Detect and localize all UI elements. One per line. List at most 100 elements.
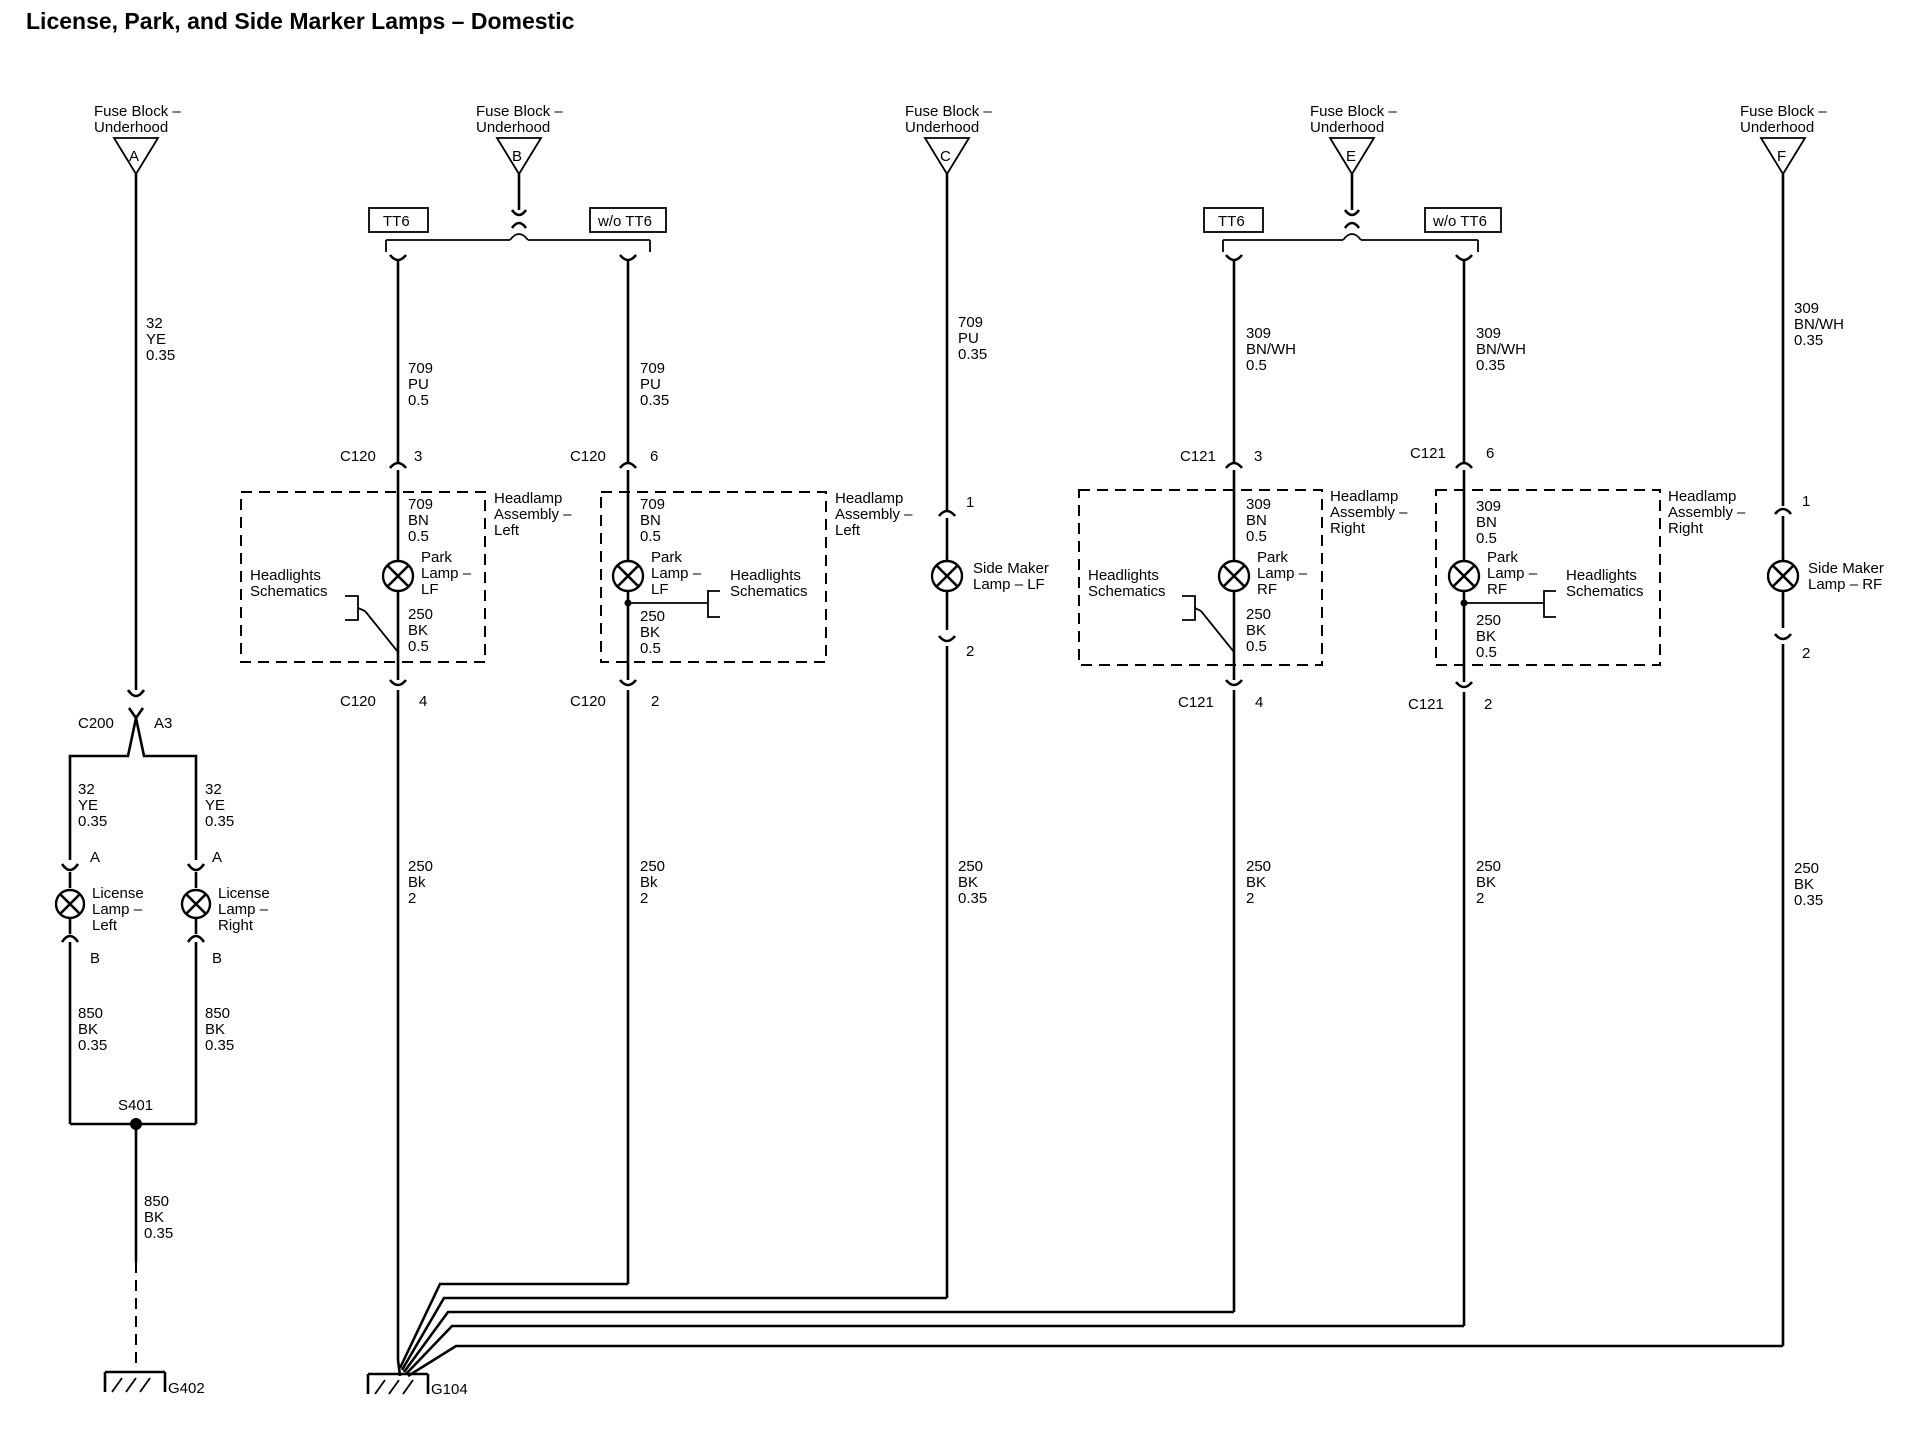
wire-309bn-a-label-2: BN: [1246, 512, 1267, 529]
side-rf-label-2: Lamp – RF: [1808, 576, 1882, 593]
c121-label-b: C121: [1178, 694, 1214, 711]
wire-250-c-label-3: 0.35: [958, 890, 987, 907]
wire-309-b-label-2: BN/WH: [1476, 341, 1526, 358]
fuse-block-e-label-2: Underhood: [1310, 119, 1384, 136]
wire-250-Bk2b-label-1: 250: [640, 858, 665, 875]
park-lamp-lf-left: Park Lamp – LF: [421, 549, 472, 598]
c120-pin-4: 4: [419, 693, 427, 710]
park-lamp-rf-right: Park Lamp – RF: [1487, 549, 1538, 598]
wire-250-a-label-2: BK: [408, 622, 428, 639]
wire-250-e-label-2: BK: [1476, 628, 1496, 645]
ha-left-b-label-2: Assembly –: [835, 506, 913, 523]
wire-250-d-label-2: BK: [1246, 622, 1266, 639]
headlights-schem-a-label-1: Headlights: [250, 567, 321, 584]
wire-850r-label-2: BK: [205, 1021, 225, 1038]
park-rf-a-label-2: Lamp –: [1257, 565, 1308, 582]
ha-right-a-label-1: Headlamp: [1330, 488, 1398, 505]
license-left-pin-b: B: [90, 950, 100, 967]
headlights-schem-b-label-1: Headlights: [730, 567, 801, 584]
fuse-block-a-label-2: Underhood: [94, 119, 168, 136]
ground-bus: [396, 1282, 1783, 1378]
c120-label-b: C120: [340, 693, 376, 710]
park-lf-a-label-2: Lamp –: [421, 565, 472, 582]
park-lamp-lf-tt6-circuit: 709 PU 0.5 C120 3 709 BN 0.5 Park Lamp –…: [340, 260, 472, 1360]
ground-g104-icon: [366, 1372, 430, 1395]
tt6-option-label-right: TT6: [1218, 213, 1245, 230]
headlights-schem-b-label-2: Schematics: [730, 583, 808, 600]
c200-label: C200: [78, 715, 114, 732]
wire-250-Bk2-label-3: 2: [408, 890, 416, 907]
wire-709-b-label-2: PU: [640, 376, 661, 393]
wire-309bn-a-label-3: 0.5: [1246, 528, 1267, 545]
fuse-b-circuit: TT6 w/o TT6: [368, 174, 667, 262]
fuse-block-c-label-1: Fuse Block –: [905, 103, 992, 120]
wire-850l-label-1: 850: [78, 1005, 103, 1022]
wire-250-BK2b-label-3: 2: [1476, 890, 1484, 907]
park-rf-b-label-2: Lamp –: [1487, 565, 1538, 582]
license-right-label-2: Lamp –: [218, 901, 269, 918]
wire-309-b-label-1: 309: [1476, 325, 1501, 342]
headlamp-assembly-left-a: Headlamp Assembly – Left Headlights Sche…: [240, 490, 572, 663]
wire-709bn-b-label-2: BN: [640, 512, 661, 529]
side-marker-lamp-lf: Side Maker Lamp – LF: [973, 560, 1049, 593]
license-right-pin-a: A: [212, 849, 222, 866]
side-lf-label-1: Side Maker: [973, 560, 1049, 577]
park-lamp-lf-wo-tt6-circuit: 709 PU 0.35 C120 6 709 BN 0.5 Park Lamp …: [570, 260, 708, 1284]
park-lf-a-label-3: LF: [421, 581, 439, 598]
wire-32r-label-2: YE: [205, 797, 225, 814]
c121-label-c: C121: [1410, 445, 1446, 462]
fuse-block-f-label-2: Underhood: [1740, 119, 1814, 136]
wire-250-Bk2-label-1: 250: [408, 858, 433, 875]
headlamp-assembly-left-b: Headlamp Assembly – Left Headlights Sche…: [600, 490, 913, 663]
fuse-e-circuit: TT6 w/o TT6: [1203, 174, 1502, 262]
wire-709-c-label-3: 0.35: [958, 346, 987, 363]
ground-g402-label: G402: [168, 1380, 205, 1397]
fuse-block-a-label-1: Fuse Block –: [94, 103, 181, 120]
ha-left-a-label-3: Left: [494, 522, 520, 539]
ha-right-b-label-2: Assembly –: [1668, 504, 1746, 521]
wo-tt6-option-label-right: w/o TT6: [1432, 213, 1487, 230]
wire-250-a-label-3: 0.5: [408, 638, 429, 655]
c121-label-d: C121: [1408, 696, 1444, 713]
wire-709bn-a-label-3: 0.5: [408, 528, 429, 545]
ha-left-a-label-1: Headlamp: [494, 490, 562, 507]
wire-250-f-label-3: 0.35: [1794, 892, 1823, 909]
fuse-block-e-label-1: Fuse Block –: [1310, 103, 1397, 120]
license-left-pin-a: A: [90, 849, 100, 866]
c121-pin-3: 3: [1254, 448, 1262, 465]
wire-709-a-label-1: 709: [408, 360, 433, 377]
fuse-c: C: [923, 137, 971, 176]
fuse-c-letter: C: [940, 148, 951, 165]
fuse-b-letter: B: [512, 148, 522, 165]
wire-309-c-label-1: 309: [1794, 300, 1819, 317]
wire-709bn-a-label-1: 709: [408, 496, 433, 513]
park-lf-b-label-1: Park: [651, 549, 682, 566]
fuse-block-b-label-2: Underhood: [476, 119, 550, 136]
splice-s401-label: S401: [118, 1097, 153, 1114]
park-rf-b-label-1: Park: [1487, 549, 1518, 566]
fuse-b: B: [495, 137, 543, 176]
c120-label-c: C120: [570, 448, 606, 465]
wire-309bn-b-label-2: BN: [1476, 514, 1497, 531]
c200-pin-label: A3: [154, 715, 172, 732]
side-lf-label-2: Lamp – LF: [973, 576, 1045, 593]
wire-309bn-b-label-1: 309: [1476, 498, 1501, 515]
license-lamp-right: License Lamp – Right: [218, 885, 270, 934]
wire-709bn-b-label-1: 709: [640, 496, 665, 513]
wire-309bn-b-label-3: 0.5: [1476, 530, 1497, 547]
wire-250-BK2b-label-2: BK: [1476, 874, 1496, 891]
side-marker-rf-circuit: 309 BN/WH 0.35 1 Side Maker Lamp – RF 2 …: [1766, 174, 1884, 1346]
wire-250-BK2a-label-1: 250: [1246, 858, 1271, 875]
wire-250-c-label-2: BK: [958, 874, 978, 891]
fuse-block-labels: Fuse Block – Underhood Fuse Block – Unde…: [94, 103, 1827, 136]
ground-g402-icon: [103, 1370, 167, 1393]
wire-32-label-2: YE: [146, 331, 166, 348]
ha-right-b-label-1: Headlamp: [1668, 488, 1736, 505]
park-lf-b-label-3: LF: [651, 581, 669, 598]
license-left-label-2: Lamp –: [92, 901, 143, 918]
wire-32-label-3: 0.35: [146, 347, 175, 364]
wire-709bn-a-label-2: BN: [408, 512, 429, 529]
c121-pin-6: 6: [1486, 445, 1494, 462]
wo-tt6-option-box-right: [1424, 207, 1502, 233]
